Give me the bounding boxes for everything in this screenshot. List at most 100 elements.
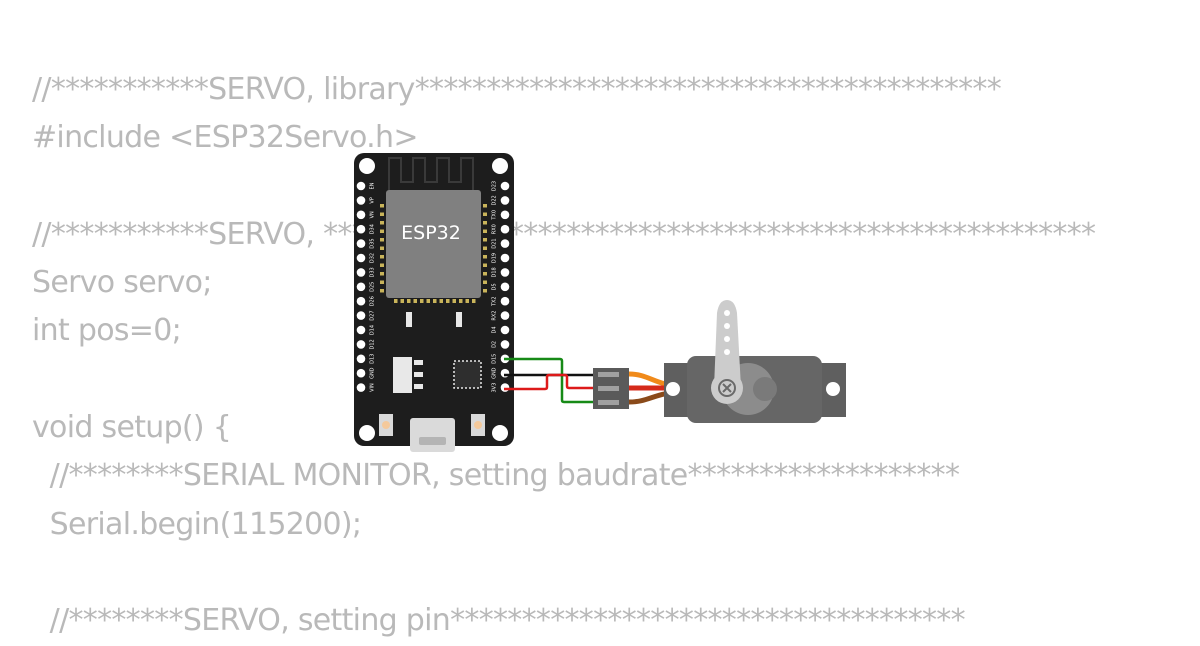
pin-right-d22[interactable] bbox=[500, 196, 510, 205]
module-pad bbox=[400, 299, 404, 303]
pin-label: VP bbox=[370, 197, 376, 203]
pin-label: 3V3 bbox=[492, 383, 498, 393]
code-line: Servo servo; bbox=[32, 265, 212, 301]
pin-right-tx2[interactable] bbox=[500, 296, 510, 306]
pin-left-vn[interactable] bbox=[356, 210, 366, 220]
pin-left-gnd[interactable] bbox=[356, 368, 366, 378]
module-pad bbox=[394, 299, 398, 303]
pin-label: RX2 bbox=[492, 311, 498, 321]
en-button[interactable] bbox=[379, 414, 393, 436]
wire-power bbox=[504, 373, 596, 391]
module-pad bbox=[380, 229, 384, 233]
pin-label: VN bbox=[370, 211, 376, 218]
code-line: int pos=0; bbox=[32, 313, 182, 349]
module-pad bbox=[380, 238, 384, 242]
pin-label: D23 bbox=[492, 181, 498, 191]
pin-left-d26[interactable] bbox=[356, 296, 366, 306]
module-pad bbox=[452, 299, 456, 303]
pin-label: D13 bbox=[370, 354, 376, 364]
pin-label: D5 bbox=[492, 283, 498, 290]
module-pad bbox=[380, 255, 384, 259]
pin-label: D33 bbox=[370, 267, 376, 277]
pin-label: D15 bbox=[492, 354, 498, 364]
module-pads bbox=[380, 204, 487, 303]
pin-right-d5[interactable] bbox=[500, 282, 510, 292]
pin-left-d34[interactable] bbox=[356, 224, 366, 234]
pin-left-d25[interactable] bbox=[356, 282, 366, 292]
pin-label: D2 bbox=[492, 341, 498, 348]
module-pad bbox=[380, 246, 384, 250]
pin-left-d35[interactable] bbox=[356, 239, 366, 248]
pin-right-d18[interactable] bbox=[500, 268, 510, 277]
pin-left-vp[interactable] bbox=[356, 196, 366, 205]
pin-label: D32 bbox=[370, 253, 376, 263]
module-pad bbox=[380, 280, 384, 284]
pin-left-d32[interactable] bbox=[356, 253, 366, 263]
module-pad bbox=[483, 238, 487, 242]
module-pad bbox=[483, 229, 487, 233]
pin-label: D27 bbox=[370, 310, 376, 320]
module-pad bbox=[433, 299, 437, 303]
module-pad bbox=[483, 246, 487, 250]
pin-label: GND bbox=[370, 367, 376, 379]
pin-left-d14[interactable] bbox=[356, 325, 366, 335]
pin-right-tx0[interactable] bbox=[500, 210, 510, 220]
pin-label: EN bbox=[370, 182, 376, 189]
pin-right-d2[interactable] bbox=[500, 340, 510, 349]
micro-usb-port bbox=[410, 418, 455, 452]
module-pad bbox=[407, 299, 411, 303]
left-header: ENVPVND34D35D32D33D25D26D27D14D12D13GNDV… bbox=[356, 181, 376, 392]
module-pad bbox=[459, 299, 463, 303]
esp32-chip bbox=[386, 190, 481, 298]
wire-signal bbox=[504, 357, 596, 404]
pin-label: D4 bbox=[492, 326, 498, 333]
module-pad bbox=[483, 272, 487, 276]
pin-label: D22 bbox=[492, 195, 498, 205]
pin-right-3v3[interactable] bbox=[500, 383, 510, 392]
pin-right-rx0[interactable] bbox=[500, 224, 510, 234]
module-pad bbox=[483, 280, 487, 284]
pin-right-rx2[interactable] bbox=[500, 311, 510, 320]
code-line: void setup() { bbox=[32, 410, 232, 446]
servo-connector bbox=[593, 368, 629, 409]
code-line: #include <ESP32Servo.h> bbox=[32, 120, 418, 156]
pin-left-d12[interactable] bbox=[356, 340, 366, 349]
pin-label: D14 bbox=[370, 325, 376, 335]
pin-label: RX0 bbox=[492, 224, 498, 234]
code-line: //***********SERVO, library*************… bbox=[32, 72, 1002, 107]
pin-right-d21[interactable] bbox=[500, 239, 510, 248]
chip-label: ESP32 bbox=[401, 222, 461, 244]
pin-left-d33[interactable] bbox=[356, 268, 366, 277]
pin-label: D26 bbox=[370, 296, 376, 306]
pin-left-en[interactable] bbox=[356, 181, 366, 191]
code-line: Serial.begin(115200); bbox=[32, 506, 362, 542]
module-pad bbox=[446, 299, 450, 303]
code-line: //********SERIAL MONITOR, setting baudra… bbox=[32, 458, 960, 494]
pin-label: D12 bbox=[370, 339, 376, 349]
wires bbox=[504, 357, 596, 404]
module-pad bbox=[420, 299, 424, 303]
module-pad bbox=[439, 299, 443, 303]
module-pad bbox=[426, 299, 430, 303]
pin-left-d13[interactable] bbox=[356, 354, 366, 364]
module-pad bbox=[380, 289, 384, 293]
pin-label: D34 bbox=[370, 224, 376, 234]
pin-right-d19[interactable] bbox=[500, 253, 510, 263]
pin-label: D19 bbox=[492, 253, 498, 263]
module-pad bbox=[483, 204, 487, 208]
pin-label: D21 bbox=[492, 238, 498, 248]
servo-motor[interactable] bbox=[664, 300, 846, 423]
pin-label: GND bbox=[492, 367, 498, 379]
pin-left-vin[interactable] bbox=[356, 383, 366, 392]
module-pad bbox=[483, 212, 487, 216]
module-pad bbox=[380, 212, 384, 216]
pin-right-d23[interactable] bbox=[500, 181, 510, 191]
pin-right-d4[interactable] bbox=[500, 325, 510, 335]
pin-left-d27[interactable] bbox=[356, 311, 366, 320]
module-pad bbox=[380, 204, 384, 208]
module-pad bbox=[380, 272, 384, 276]
boot-button[interactable] bbox=[471, 414, 485, 436]
pin-label: D18 bbox=[492, 267, 498, 277]
